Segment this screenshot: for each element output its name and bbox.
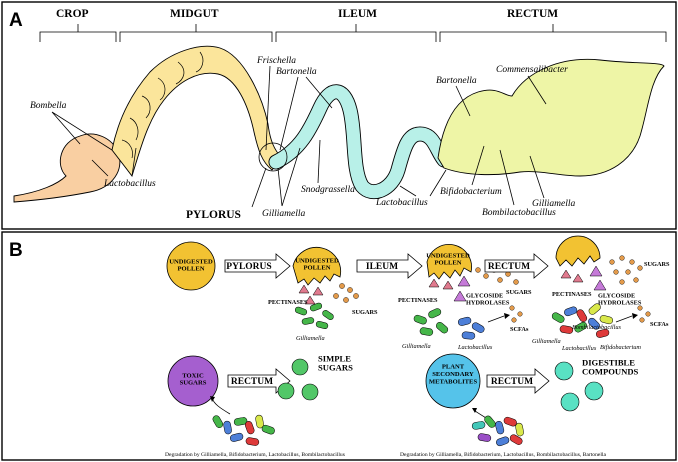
arrow-rectum-2-label: RECTUM [231,377,273,387]
stage3-scfas-label: SCFAs [510,326,529,333]
crop-shape [13,133,121,203]
segment-crop-label: CROP [56,8,89,20]
stage3-gilliamella-label: Gilliamella [402,343,431,350]
stage3-bacteria [413,308,485,340]
label-bifidobacterium: Bifidobacterium [440,186,502,197]
pylorus-label: PYLORUS [186,209,241,221]
label-bombilactobacillus: Bombilactobacillus [482,208,556,218]
arrow-ileum [356,253,423,279]
stage4-bacteria [551,303,614,338]
label-snodgrassella: Snodgrassella [301,185,355,195]
stage4-pectinase-triangles [560,269,584,283]
stage3-pectinase-triangles [428,278,454,290]
stage4-sugars-label: SUGARS [644,261,670,268]
stage2-pollen-circle [292,246,341,286]
label-gilliamella-ileum: Gilliamella [262,209,306,219]
arrow-rectum-3-label: RECTUM [491,377,533,387]
stage3-pollen-circle [426,244,472,280]
stage2-pectinase-triangles [298,284,324,305]
segment-ileum-label: ILEUM [338,8,377,20]
panel-b-letter: B [9,240,23,261]
stage3-pectinases-label: PECTINASES [398,297,438,304]
panel-a-letter: A [9,10,23,31]
stage3-hydrolase-triangles [453,275,471,302]
digestible-compounds-circles [554,361,604,412]
stage4-pollen-fragment [555,235,601,267]
stage2-sugars-label: SUGARS [352,309,378,316]
stage3-sugars-label: SUGARS [506,289,532,296]
stage2-bacteria [294,302,334,330]
toxic-degraders [212,414,275,446]
stage3-scfa-dots [509,305,523,323]
label-lactobacillus-ileum: Lactobacillus [375,198,428,208]
stage4-hydrolase-triangles [589,265,607,291]
segment-rectum-label: RECTUM [507,8,558,20]
label-bombella: Bombella [30,101,67,111]
label-gilliamella-rectum: Gilliamella [532,199,576,209]
stage4-lactobacillus-label: Lactobacillus [561,345,597,352]
simple-sugars-circles [277,358,319,401]
stage2-gilliamella-label: Gilliamella [296,335,325,342]
arrow-rectum-3 [486,368,550,394]
label-bartonella-ileum: Bartonella [276,67,317,77]
label-bartonella-rectum: Bartonella [436,76,477,86]
stage2-sugar-dots [333,283,359,303]
stage4-pectinases-label: PECTINASES [552,291,592,298]
stage4-gilliamella-label: Gilliamella [532,338,561,345]
arrow-pylorus-label: PYLORUS [226,262,271,272]
stage4-sugar-dots [609,255,643,285]
stage4-scfa-dots [637,305,651,323]
stage4-bombilactobacillus-label: Bombilactobacillus [572,324,622,331]
midgut-rings [121,51,204,159]
label-frischella: Frischella [256,56,296,66]
segment-midgut-label: MIDGUT [170,8,219,20]
plant-metabolites-circle [425,353,481,409]
stage4-scfas-label: SCFAs [650,321,669,328]
arrow-pylorus [224,253,291,279]
label-commensalibacter: Commensalibacter [496,65,568,75]
rectum-shape [437,58,665,177]
arrow-rectum-1 [484,253,549,279]
stage4-bifidobacterium-label: Bifidobacterium [600,344,641,351]
stage2-pectinases-label: PECTINASES [268,299,308,306]
stage3-lactobacillus-label: Lactobacillus [457,344,493,351]
segment-brackets [39,24,667,42]
arrow-ileum-label: ILEUM [366,262,398,272]
pylorus-marker [258,142,288,172]
label-lactobacillus-crop: Lactobacillus [103,179,156,189]
arrow-rectum-1-label: RECTUM [488,262,530,272]
toxic-sugars-circle [167,355,219,407]
metabolite-degraders [471,415,524,447]
degradation-right-caption: Degradation by Gilliamella, Bifidobacter… [400,451,606,458]
degradation-left-caption: Degradation by Gilliamella, Bifidobacter… [165,451,345,458]
stage1-pollen-circle [166,241,216,291]
